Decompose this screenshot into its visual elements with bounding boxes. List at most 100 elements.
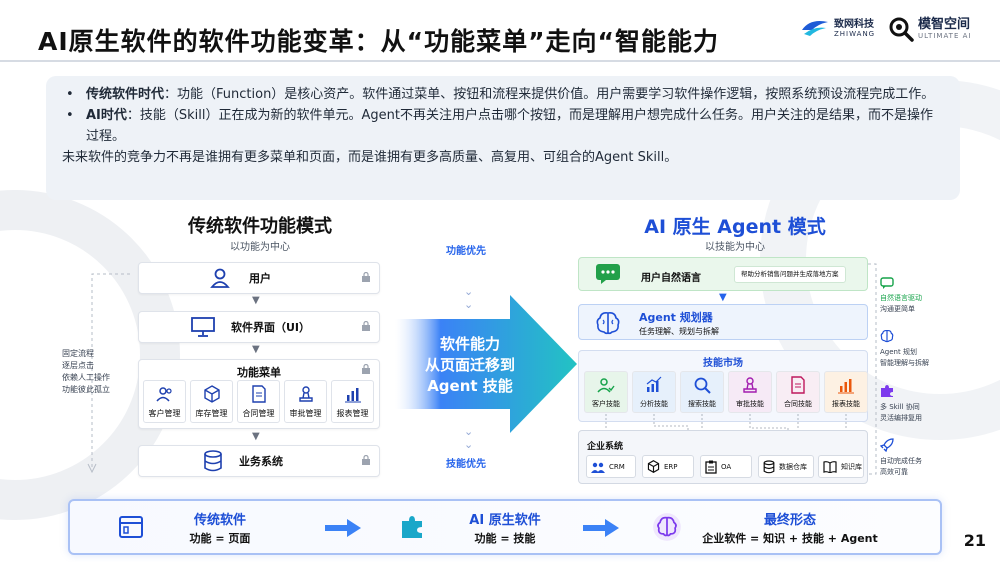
agent-planner-title: Agent 规划器 [639,311,713,324]
arrow-right-icon [325,519,361,537]
layer-ui-label: 软件界面（UI） [231,321,311,334]
logo-mozhi-en: ULTIMATE AI [918,32,972,40]
feature-auto-complete: 自动完成任务 高效可靠 [879,438,922,478]
enterprise-systems-title: 企业系统 [587,442,624,452]
module-approval: 审批管理 [284,380,327,423]
footer-final-title: 最终形态 [763,513,816,528]
left-title: 传统软件功能模式 [188,216,332,237]
summary-box: 传统软件时代：功能（Function）是核心资产。软件通过菜单、按钮和流程来提供… [46,76,960,200]
magnifier-logo-icon [889,17,914,42]
down-arrow-icon: ▼ [719,292,727,303]
enterprise-erp: ERP [642,455,694,478]
layer-user-label: 用户 [249,272,271,285]
feature-natural-language: 自然语言驱动 沟通更简单 [880,277,922,315]
footer-summary-bar: 传统软件 功能 = 页面 AI 原生软件 功能 = 技能 最终形态 企业软件 =… [68,499,942,555]
transition-arrow [395,295,577,433]
left-subtitle: 以功能为中心 [230,242,290,253]
natural-language-panel: 用户自然语言 帮助分析销售问题并生成落地方案 [578,257,868,291]
user-icon [210,268,230,288]
feature-multi-skill: 多 Skill 协同 灵活编排复用 [880,384,922,424]
brain-icon [596,312,620,335]
down-arrow-icon: ▼ [252,344,260,355]
chevron-down-icon: ⌄⌄ [464,425,474,451]
enterprise-oa: OA [700,455,752,478]
right-title: AI 原生 Agent 模式 [644,216,826,238]
skill-market-title: 技能市场 [703,358,743,369]
brain-icon [653,513,681,541]
lock-icon [362,364,370,374]
footer-ai-native-title: AI 原生软件 [469,513,541,528]
monitor-icon [191,317,215,337]
agent-planner-subtitle: 任务理解、规划与拆解 [639,327,719,336]
summary-conclusion: 未来软件的竞争力不再是谁拥有更多菜单和页面，而是谁拥有更多高质量、高复用、可组合… [62,150,678,165]
database-icon [763,459,775,473]
transition-arrow-text: 软件能力 从页面迁移到 Agent 技能 [424,335,515,395]
clipboard-icon [705,460,717,474]
down-arrow-icon: ▼ [252,295,260,306]
customers-icon [597,378,615,393]
document-icon [791,376,805,394]
module-inventory: 库存管理 [190,380,233,423]
approval-icon [743,377,757,393]
enterprise-knowledge-base: 知识库 [818,455,864,478]
page-number: 21 [963,531,986,550]
agent-planner-panel: Agent 规划器 任务理解、规划与拆解 [578,304,868,340]
search-icon [694,377,711,394]
skill-report: 报表技能 [824,371,868,413]
enterprise-data-warehouse: 数据仓库 [758,455,814,478]
chat-icon [880,277,894,289]
summary-bullet-traditional: 传统软件时代：功能（Function）是核心资产。软件通过菜单、按钮和流程来提供… [62,84,944,105]
logo-zhiwang-en: ZHIWANG [834,29,876,38]
chart-icon [838,379,854,394]
chat-icon [596,264,620,284]
skill-contract: 合同技能 [776,371,820,413]
module-report: 报表管理 [331,380,374,423]
logo-mozhi-cn: 模智空间 [918,17,971,32]
footer-traditional-sub: 功能 = 页面 [189,532,251,545]
down-arrow-icon: ▼ [252,431,260,442]
brain-icon [880,329,894,343]
summary-bullet-ai: AI时代：技能（Skill）正在成为新的软件单元。Agent不再关注用户点击哪个… [62,105,944,147]
page-title: AI原生软件的软件功能变革：从“功能菜单”走向“智能能力 [38,27,719,56]
footer-traditional-title: 传统软件 [193,513,246,528]
database-icon [204,450,222,472]
layer-menu-label: 功能菜单 [237,366,281,379]
lock-icon [362,321,370,331]
enterprise-crm: CRM [586,455,636,478]
chart-icon [646,376,662,392]
skill-customer: 客户技能 [584,371,628,413]
document-icon [251,385,266,403]
logo-zhiwang-cn: 致网科技 [834,18,874,30]
left-side-notes: 固定流程 逐层点击 依赖人工操作 功能彼此孤立 [62,349,110,394]
customers-icon [591,462,605,473]
lock-icon [362,272,370,282]
module-customer: 客户管理 [143,380,186,423]
approval-icon [298,386,313,402]
function-first-label: 功能优先 [446,246,486,257]
footer-final-sub: 企业软件 = 知识 + 技能 + Agent [702,532,878,545]
right-side-bracket [868,263,877,475]
logo-mozhi: 模智空间 ULTIMATE AI [888,16,971,42]
layer-business-system: 业务系统 [138,445,380,477]
chevron-down-icon: ⌄⌄ [464,285,474,311]
chart-icon [344,388,361,403]
skill-search: 搜索技能 [680,371,724,413]
arrow-right-icon [583,519,619,537]
puzzle-icon [402,516,422,538]
rocket-icon [879,438,894,453]
zhiwang-logo-icon [802,21,828,36]
skill-first-label: 技能优先 [446,459,486,470]
skill-analysis: 分析技能 [632,371,676,413]
lock-icon [362,455,370,465]
book-icon [823,460,837,473]
layer-ui: 软件界面（UI） [138,311,380,343]
module-contract: 合同管理 [237,380,280,423]
logo-zhiwang: 致网科技 ZHIWANG [800,16,875,40]
window-icon [119,516,143,538]
puzzle-icon [881,385,893,397]
natural-language-example: 帮助分析销售问题并生成落地方案 [734,266,846,283]
footer-ai-native-sub: 功能 = 技能 [474,532,536,545]
cube-icon [647,460,660,473]
left-side-bracket [87,273,130,474]
